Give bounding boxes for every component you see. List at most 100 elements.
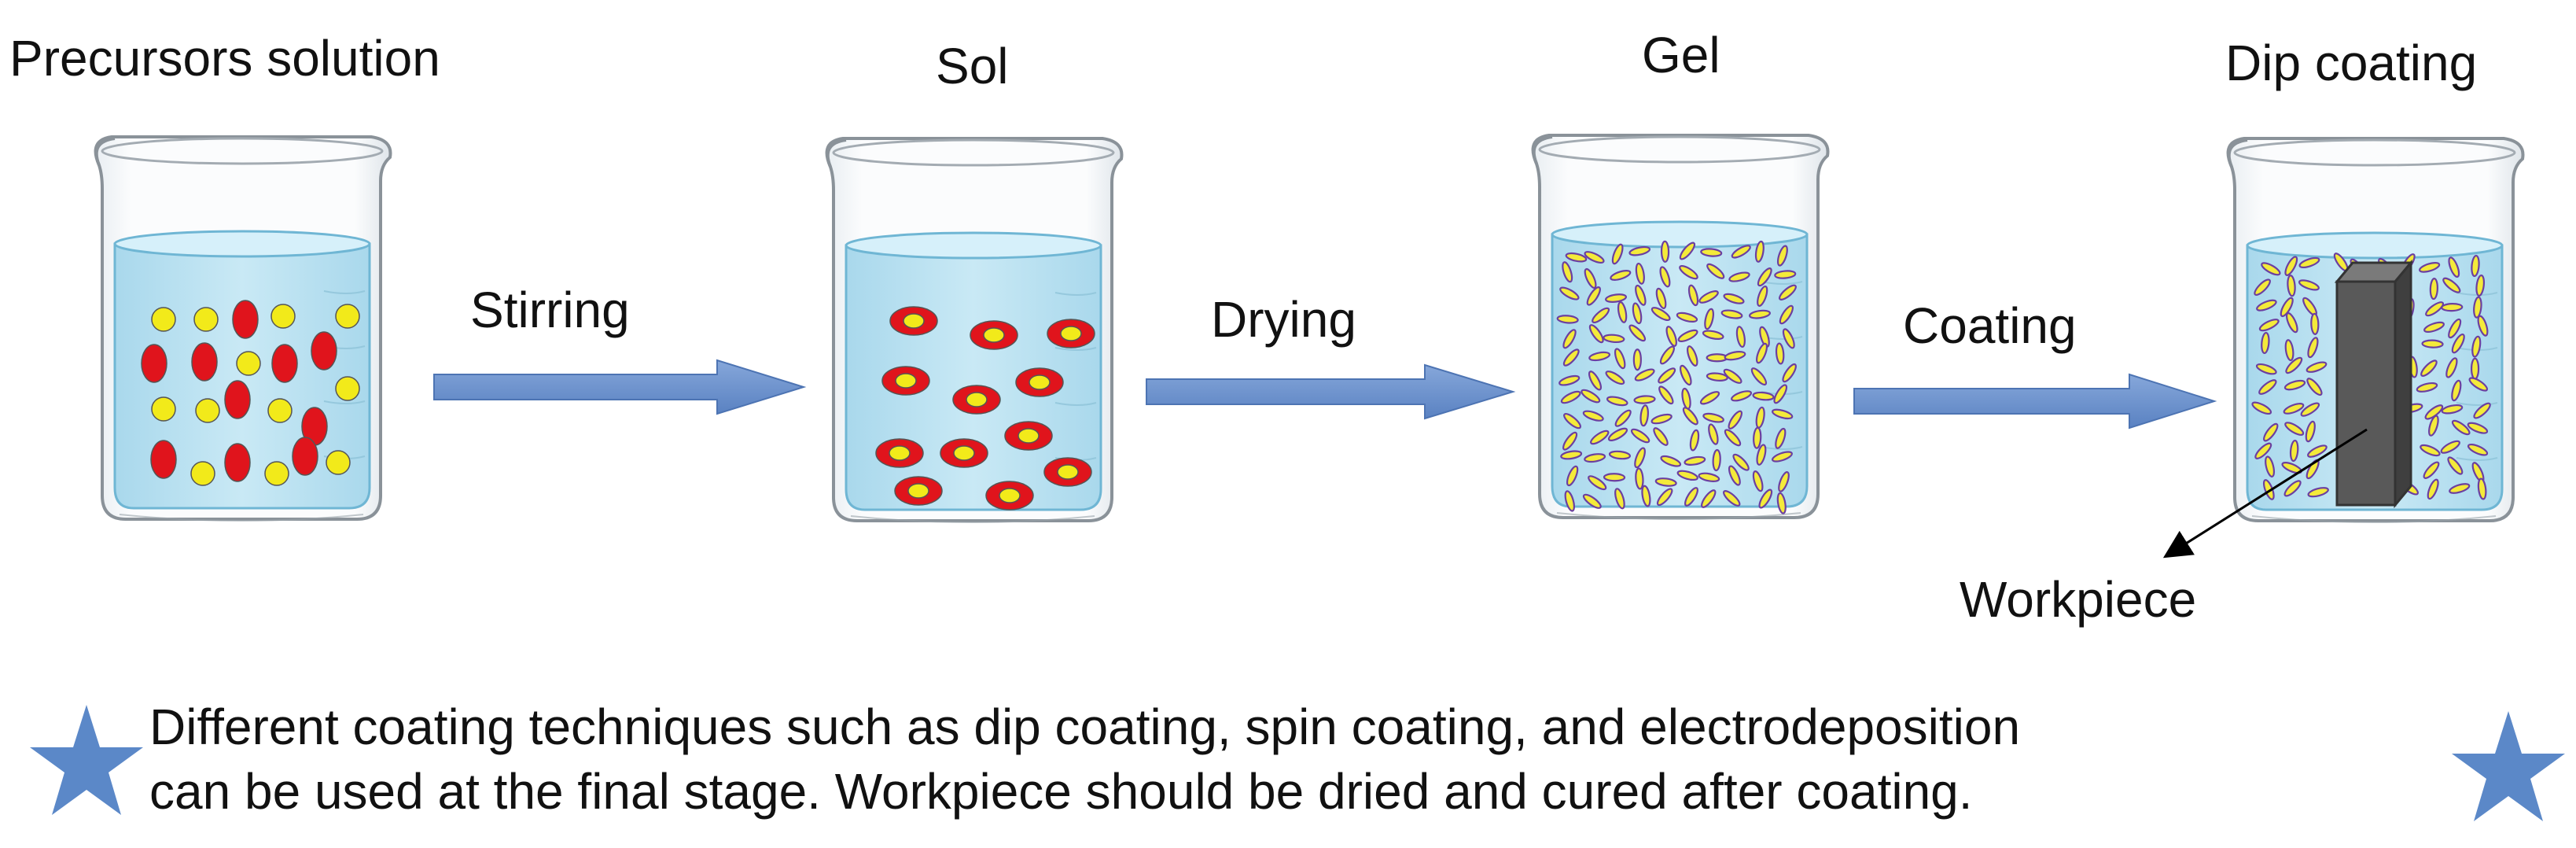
gel-particle bbox=[2475, 274, 2486, 297]
gel-particle bbox=[2416, 382, 2438, 393]
gel-particle bbox=[1617, 301, 1628, 323]
workpiece-pointer bbox=[2162, 428, 2368, 559]
sol-particle-core bbox=[966, 392, 988, 407]
gel-particle bbox=[1774, 270, 1797, 279]
gel-particle bbox=[1782, 328, 1795, 349]
gel-particle bbox=[2451, 334, 2465, 354]
gel-particle bbox=[2449, 483, 2471, 494]
yellow-particle bbox=[236, 351, 261, 376]
gel-particle bbox=[2477, 477, 2487, 500]
gel-particle bbox=[1776, 492, 1787, 514]
red-particle bbox=[141, 344, 167, 383]
gel-particle bbox=[1701, 489, 1717, 508]
gel-particle bbox=[1584, 267, 1597, 289]
sol-particle-core bbox=[1060, 326, 1082, 341]
gel-particle bbox=[1560, 390, 1581, 404]
gel-particle bbox=[1582, 410, 1604, 422]
sol-particle-core bbox=[1018, 428, 1040, 444]
gel-particle bbox=[1563, 413, 1582, 430]
gel-particle bbox=[1630, 428, 1650, 444]
gel-particle bbox=[1702, 330, 1724, 340]
yellow-particle bbox=[326, 450, 351, 475]
sol-particle-core bbox=[1057, 464, 1079, 480]
gel-particle bbox=[1584, 251, 1605, 264]
gel-particle bbox=[1753, 426, 1762, 449]
gel-particle bbox=[2284, 422, 2305, 436]
gel-particle bbox=[1562, 431, 1578, 451]
stage-label-gel: Gel bbox=[1642, 27, 1720, 83]
red-particle bbox=[224, 380, 251, 419]
step-label-drying: Drying bbox=[1211, 291, 1356, 348]
gel-particle bbox=[1700, 248, 1723, 257]
gel-particle bbox=[1588, 351, 1610, 362]
arrow-stirring bbox=[433, 359, 807, 415]
gel-particle bbox=[2280, 297, 2294, 318]
red-particle bbox=[271, 344, 298, 383]
gel-particle bbox=[1565, 252, 1588, 263]
gel-particle bbox=[2307, 487, 2329, 498]
sol-particle-core bbox=[1029, 374, 1051, 390]
sol-particle-core bbox=[983, 327, 1005, 343]
gel-particle bbox=[1757, 285, 1768, 307]
gel-particle bbox=[1723, 293, 1745, 304]
gel-particle bbox=[2284, 256, 2298, 276]
step-label-stirring: Stirring bbox=[470, 282, 630, 338]
gel-particle bbox=[1655, 287, 1667, 310]
red-particle bbox=[292, 437, 318, 476]
gel-particle bbox=[1682, 407, 1698, 426]
gel-particle bbox=[1728, 465, 1741, 486]
gel-particle bbox=[2310, 312, 2320, 335]
red-particle bbox=[311, 331, 337, 371]
gel-particle bbox=[1699, 391, 1720, 405]
gel-particle bbox=[1750, 367, 1768, 386]
gel-particle bbox=[2287, 275, 2296, 297]
gel-particle bbox=[1679, 265, 1698, 280]
gel-particle bbox=[1628, 245, 1651, 256]
gel-particle bbox=[1776, 245, 1788, 267]
gel-particle bbox=[2300, 402, 2320, 417]
gel-particle bbox=[1679, 364, 1692, 386]
gel-particle bbox=[1559, 286, 1580, 300]
gel-particle bbox=[1582, 493, 1602, 509]
gel-particle bbox=[1773, 384, 1788, 404]
gel-particle bbox=[2307, 444, 2328, 458]
gel-particle bbox=[1754, 240, 1765, 263]
gel-particle bbox=[1588, 475, 1607, 491]
gel-particle bbox=[1588, 324, 1604, 344]
gel-particle bbox=[2285, 356, 2303, 374]
yellow-particle bbox=[151, 307, 176, 332]
gel-particle bbox=[1562, 261, 1573, 283]
gel-particle bbox=[1660, 455, 1682, 467]
gel-particle bbox=[2251, 401, 2272, 415]
gel-particle bbox=[2421, 339, 2444, 348]
gel-particle bbox=[2451, 379, 2462, 402]
gel-particle bbox=[2419, 262, 2441, 273]
gel-particle bbox=[1708, 423, 1719, 445]
gel-particle bbox=[1775, 342, 1785, 365]
stage-label-dip-coating: Dip coating bbox=[2225, 35, 2478, 91]
gel-particle bbox=[1592, 307, 1610, 324]
gel-particle bbox=[1731, 390, 1753, 402]
gel-particle bbox=[2258, 319, 2280, 332]
arrow-coating bbox=[1853, 373, 2217, 430]
gel-particle bbox=[1610, 269, 1632, 281]
gel-particle bbox=[2471, 254, 2480, 278]
gel-particle bbox=[2442, 277, 2461, 293]
gel-particle bbox=[1660, 240, 1670, 263]
star-icon bbox=[30, 705, 143, 815]
gel-particle bbox=[1654, 477, 1677, 487]
gel-particle bbox=[2263, 422, 2279, 442]
gel-particle bbox=[1564, 490, 1576, 512]
gel-particle bbox=[1706, 263, 1725, 279]
gel-particle bbox=[1665, 326, 1677, 347]
gel-particle bbox=[2423, 321, 2445, 333]
gel-particle bbox=[1698, 290, 1719, 304]
sol-particle-core bbox=[953, 445, 975, 461]
gel-particle bbox=[2467, 443, 2489, 456]
gel-particle bbox=[1639, 404, 1649, 427]
gel-particle bbox=[1687, 345, 1698, 367]
red-particle bbox=[150, 440, 177, 479]
gel-particle bbox=[1782, 363, 1797, 383]
gel-particle bbox=[1635, 467, 1644, 490]
gel-particle bbox=[1566, 465, 1579, 487]
